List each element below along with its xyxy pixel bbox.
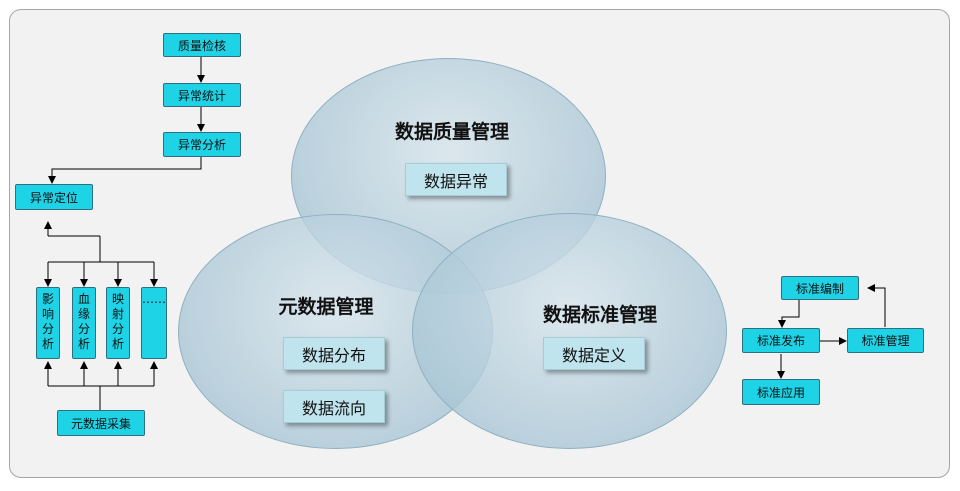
quality-check-box: 质量检核 bbox=[163, 33, 241, 57]
more-analysis-box: …… bbox=[141, 287, 167, 359]
anomaly-locate-box: 异常定位 bbox=[15, 184, 93, 210]
data-anomaly-box: 数据异常 bbox=[405, 163, 507, 196]
std-compile-box: 标准编制 bbox=[781, 276, 859, 300]
std-apply-box: 标准应用 bbox=[742, 379, 820, 405]
arrow-compile-to-publish bbox=[778, 300, 800, 328]
lineage-analysis-box: 血缘分析 bbox=[72, 287, 96, 359]
anomaly-stats-box: 异常统计 bbox=[163, 83, 241, 107]
data-flow-box: 数据流向 bbox=[283, 390, 385, 423]
standard-title: 数据标准管理 bbox=[542, 304, 658, 326]
data-definition-box: 数据定义 bbox=[543, 337, 645, 370]
arrow-analysis-to-locate bbox=[48, 157, 202, 184]
quality-title: 数据质量管理 bbox=[394, 121, 510, 143]
std-publish-box: 标准发布 bbox=[742, 328, 820, 353]
arrow-manage-to-compile bbox=[867, 284, 886, 327]
mapping-analysis-box: 映射分析 bbox=[106, 287, 130, 359]
anomaly-analysis-box: 异常分析 bbox=[163, 132, 241, 157]
std-manage-box: 标准管理 bbox=[847, 328, 924, 353]
metadata-title: 元数据管理 bbox=[278, 296, 374, 318]
metadata-collection-box: 元数据采集 bbox=[57, 410, 145, 436]
impact-analysis-box: 影响分析 bbox=[36, 287, 60, 359]
standard-circle bbox=[412, 213, 727, 449]
data-distribution-box: 数据分布 bbox=[283, 337, 385, 370]
